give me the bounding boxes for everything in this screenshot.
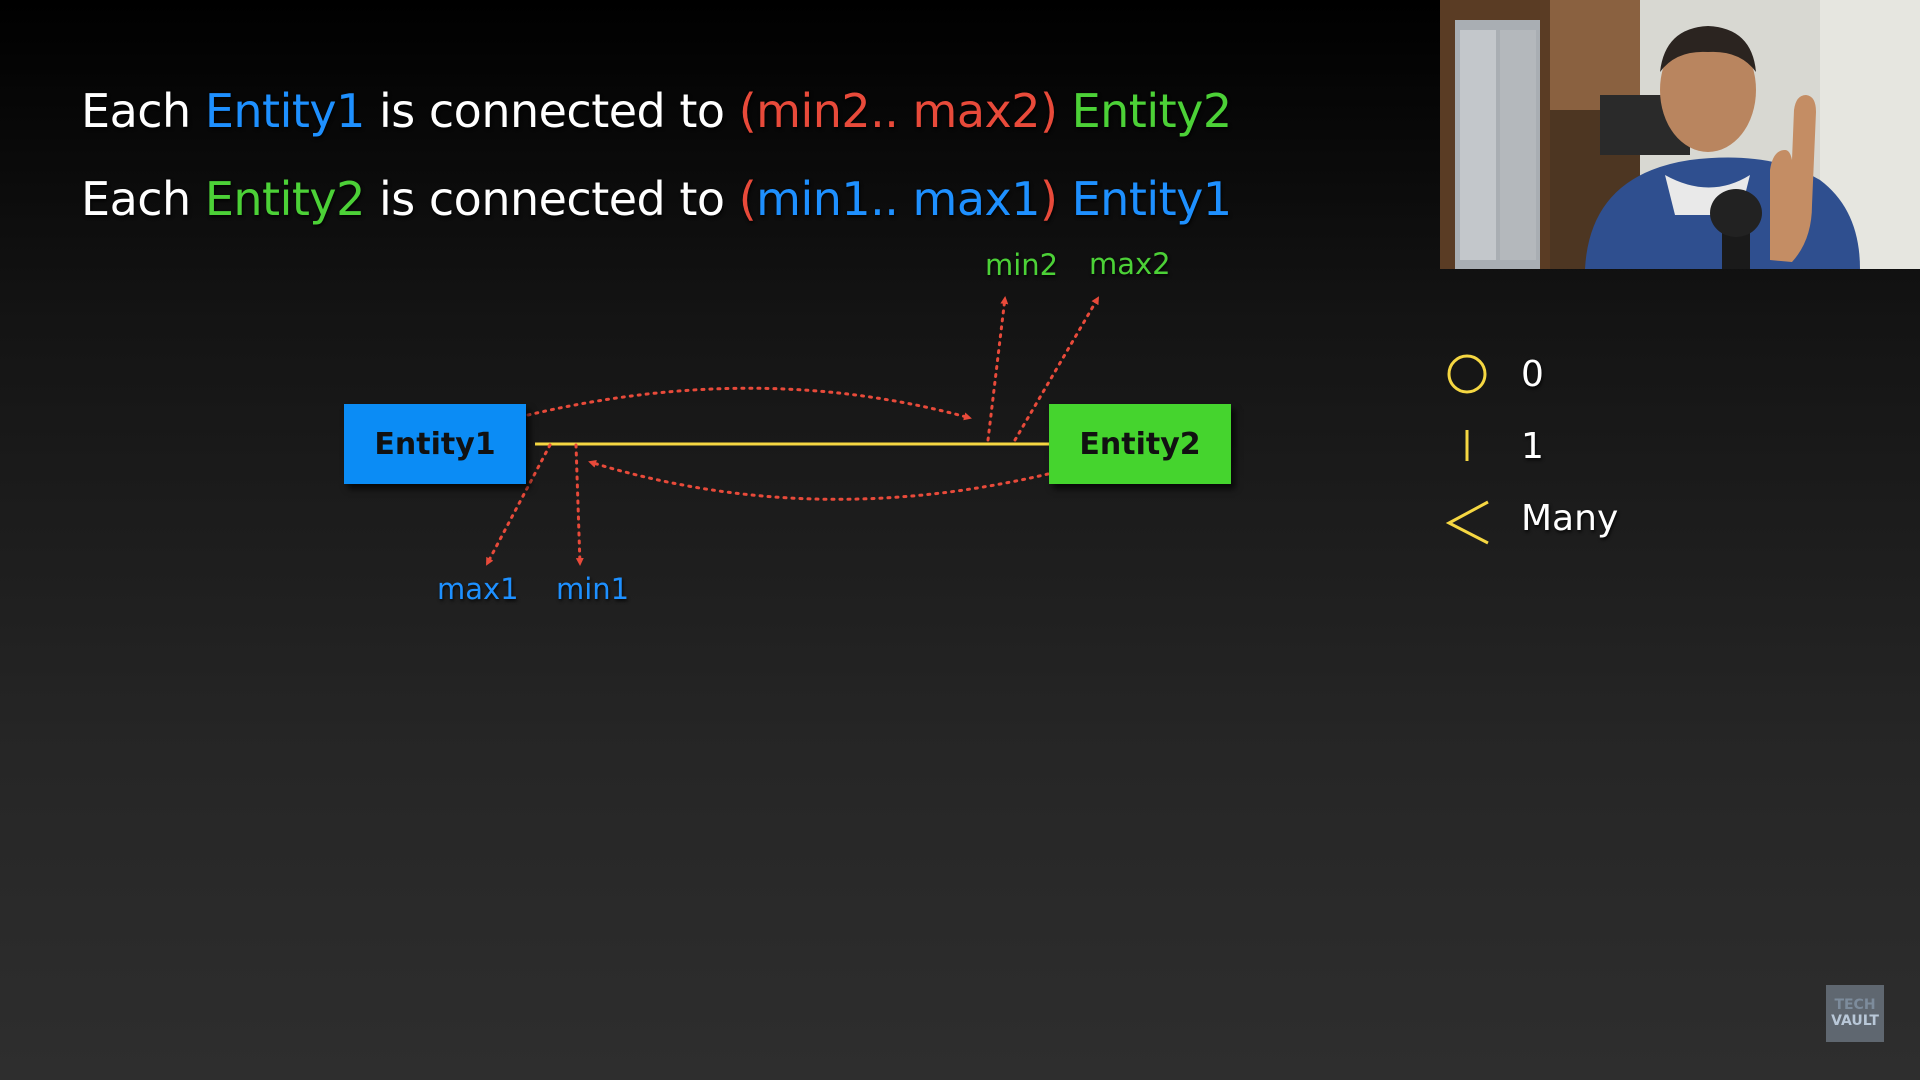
statement-target: Entity1 [1071,172,1233,226]
statement-entity1: Each Entity1 is connected to (min2.. max… [81,88,1232,134]
statement-verb: is connected to [379,84,725,138]
presenter-webcam-image [1440,0,1920,269]
legend-zero-label: 0 [1521,354,1544,395]
arrow-max1 [485,443,552,566]
statement-entity2: Each Entity2 is connected to (min1.. max… [81,176,1232,222]
legend-one-label: 1 [1521,426,1544,467]
watermark-line2: VAULT [1831,1012,1879,1029]
entity2-box: Entity2 [1049,404,1231,484]
statement-subject: Entity1 [204,84,366,138]
label-min2: min2 [985,248,1059,282]
statement-range: (min2.. max2) [738,84,1058,138]
statement-range-open: ( [738,172,757,226]
crowfoot-icon [1445,500,1489,545]
arrow-min1 [574,443,584,566]
arrow-entity1-to-entity2 [526,386,972,421]
circle-icon [1447,354,1487,394]
arrow-max2 [1013,296,1100,442]
statement-range-close: ) [1040,172,1058,226]
presenter-webcam [1440,0,1920,269]
watermark-line1: TECH [1834,997,1876,1014]
statement-each: Each [81,172,191,226]
statement-subject: Entity2 [204,172,366,226]
entity1-box: Entity1 [344,404,526,484]
statement-verb: is connected to [379,172,725,226]
channel-watermark-logo: TECH VAULT [1826,985,1884,1042]
statement-each: Each [81,84,191,138]
arrow-entity2-to-entity1 [588,459,1050,501]
statement-target: Entity2 [1071,84,1233,138]
legend-many-label: Many [1521,498,1619,539]
label-max1: max1 [437,572,519,606]
arrow-min2 [986,296,1009,442]
label-max2: max2 [1089,247,1171,281]
statement-range: min1.. max1 [756,172,1041,226]
label-min1: min1 [556,572,630,606]
